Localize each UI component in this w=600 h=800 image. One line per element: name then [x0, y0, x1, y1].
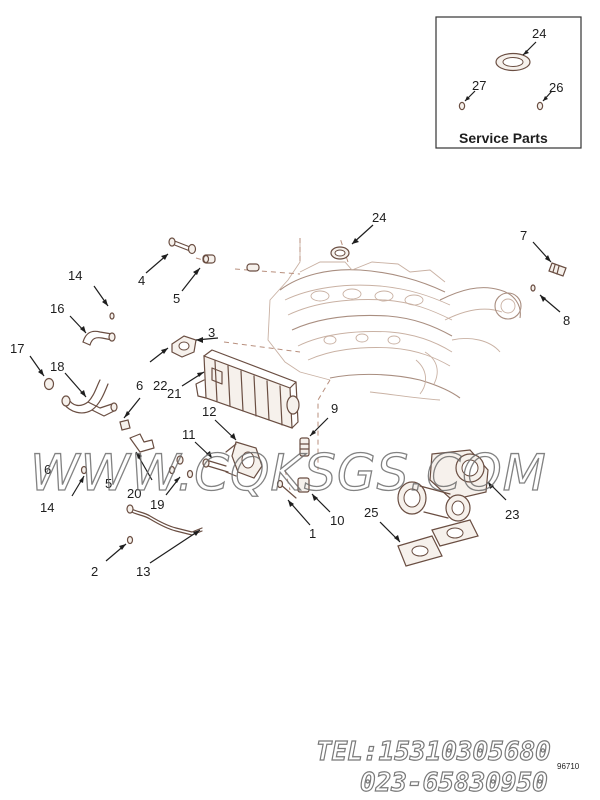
callout-12: 12	[202, 404, 216, 419]
egr-valve	[397, 449, 489, 522]
seal-17	[43, 377, 55, 391]
contact-tel: TEL:15310305680	[316, 737, 551, 767]
bracket-20	[129, 433, 155, 453]
callout-24: 24	[372, 210, 386, 225]
callout-16: 16	[50, 301, 64, 316]
figure-ref-code: 96710	[557, 762, 580, 771]
callout-14-top: 14	[68, 268, 82, 283]
callout-22: 22	[153, 378, 167, 393]
leader-lines	[29, 224, 561, 564]
gasket-3	[171, 335, 197, 358]
callout-1: 1	[309, 526, 316, 541]
callout-11: 11	[182, 427, 196, 442]
watermark-text: WWW.CQKSGS.COM	[30, 444, 547, 502]
fitting-7	[548, 262, 567, 277]
callout-10: 10	[330, 513, 344, 528]
bolt-1	[276, 479, 297, 499]
outlet-elbow	[225, 441, 263, 479]
gasket-25	[397, 519, 479, 567]
fitting-19	[168, 455, 194, 479]
sensor-9	[299, 437, 310, 457]
service-seal-27	[458, 101, 466, 111]
callout-labels: 24 4 5 7 8 14 16 17 18 3 6 22 21 12 11 9…	[10, 210, 570, 579]
callout-5: 5	[173, 291, 180, 306]
callout-3: 3	[208, 325, 215, 340]
egr-cooler	[195, 349, 300, 429]
service-label-27: 27	[472, 78, 486, 93]
callout-8: 8	[563, 313, 570, 328]
callout-2: 2	[91, 564, 98, 579]
service-label-24: 24	[532, 26, 546, 41]
spacer-5	[202, 254, 216, 264]
callout-23: 23	[505, 507, 519, 522]
contact-block: TEL:15310305680 023-65830950	[315, 736, 551, 798]
clip-22	[119, 419, 131, 431]
callout-18: 18	[50, 359, 64, 374]
callout-9: 9	[331, 401, 338, 416]
tube-13	[126, 504, 203, 536]
bolt-2	[126, 535, 134, 545]
service-label-26: 26	[549, 80, 563, 95]
service-seal-26	[536, 101, 544, 111]
callout-13: 13	[136, 564, 150, 579]
hose-16	[82, 330, 116, 346]
callout-4: 4	[138, 273, 145, 288]
hose-18	[61, 379, 118, 417]
service-parts-title: Service Parts	[459, 130, 548, 146]
engine-block	[267, 238, 522, 401]
plug-10	[297, 477, 310, 493]
callout-7: 7	[520, 228, 527, 243]
service-parts-panel: 24 27 26 Service Parts	[435, 16, 582, 149]
bolts-11	[202, 458, 229, 473]
tube-14-bottom	[80, 465, 88, 475]
callout-21: 21	[167, 386, 181, 401]
tube-14-top	[109, 312, 115, 320]
callout-14-bottom: 14	[40, 500, 54, 515]
callout-6: 6	[136, 378, 143, 393]
callout-5-partial: 5	[105, 476, 112, 491]
callout-6-partial: 6	[44, 462, 51, 477]
contact-phone: 023-65830950	[360, 768, 548, 798]
callout-17: 17	[10, 341, 24, 356]
parts	[43, 237, 567, 567]
plug-fitting	[246, 263, 260, 272]
washer-8	[530, 284, 536, 292]
callout-25: 25	[364, 505, 378, 520]
callout-19: 19	[150, 497, 164, 512]
bolt-4	[168, 237, 197, 255]
callout-20: 20	[127, 486, 141, 501]
